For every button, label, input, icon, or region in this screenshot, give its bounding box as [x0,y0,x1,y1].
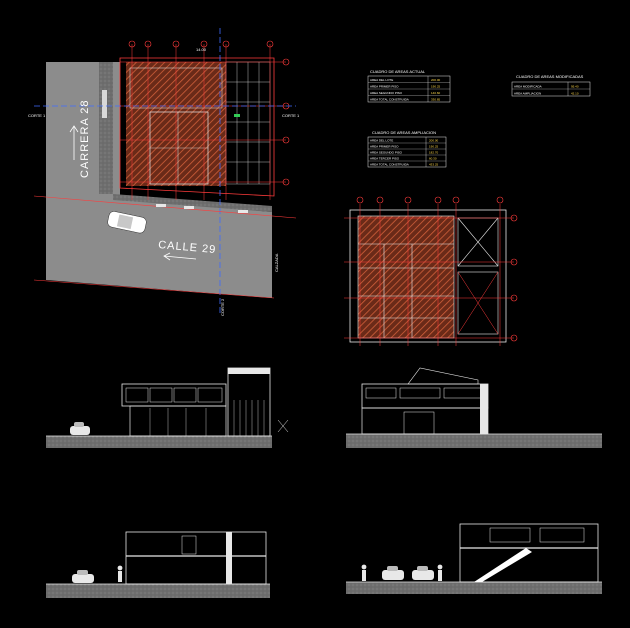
lot-outline [119,57,275,197]
sidewalk-strip [99,62,113,194]
table-cell: AREA DEL LOTE [370,139,393,143]
table-current-areas: CUADRO DE AREAS ACTUAL AREA DEL LOTE 200… [367,69,451,103]
upper-window [489,527,531,543]
table-cell: AREA TOTAL CONSTRUIDA [370,98,409,102]
window [181,535,197,555]
facade-marks [156,204,248,213]
table-title: CUADRO DE AREAS MODIFICADAS [516,74,584,79]
dimension-top: 14.00 [196,47,207,52]
arrow-icon [69,125,79,160]
table-cell: AREA PRIMER PISO [370,85,399,89]
site-plan: 14.00 CORTE 1 CORTE 1 CORTE 2 CARRERA 28… [28,28,300,316]
parked-bar [102,90,107,118]
ground-strip [346,434,602,448]
car-icon [70,422,90,435]
axis-lines-red [344,204,514,346]
upper-windows [365,387,485,399]
section-volume [459,523,599,583]
elevation-front-right [346,367,602,448]
person-icon [361,564,443,581]
street-label-vertical: CARRERA 28 [79,100,91,178]
property-line [33,279,275,299]
tower-cap [228,368,270,374]
car-icon [107,211,147,234]
section-mark-vertical: CORTE 2 [220,298,225,316]
table-cell: AREA TOTAL CONSTRUIDA [370,163,409,167]
table-value: 330.85 [431,98,441,102]
stair-diagonals [457,271,499,335]
street-label-horizontal: CALLE 29 [158,239,217,256]
table-cell: AREA PRIMER PISO [370,145,399,149]
car-icon [382,566,404,580]
column [226,532,232,584]
ground-strip [346,582,602,594]
axis-lines-red [120,44,286,200]
table-cell: AREA SEGUNDO PISO [370,91,403,95]
table-modified-areas: CUADRO DE AREAS MODIFICADAS AREA MODIFIC… [511,74,591,97]
upper-windows [125,387,223,403]
table-value: 140.60 [431,91,441,95]
ground-strip [46,436,272,448]
table-value: 200.00 [429,139,439,143]
sidewalk-label: CALZADA [274,253,279,272]
upper-volume [361,383,489,409]
floor-plan-2 [344,196,518,346]
table-cell: AREA DEL LOTE [370,78,393,82]
table-value: 95.40 [571,85,579,89]
table-title: CUADRO DE AREAS ACTUAL [370,69,426,74]
door [403,411,435,435]
section-mark-right: CORTE 1 [282,113,300,118]
ground-floor [129,405,227,437]
built-area-hatch [358,216,454,338]
table-title: CUADRO DE AREAS AMPLIACION [372,130,436,135]
section-mark-left: CORTE 1 [28,113,46,118]
section-volume [125,531,267,585]
sidewalk-bottom [113,194,272,212]
table-cell: AREA MODIFICADA [514,85,542,89]
person-icon [117,565,123,582]
upper-window [539,527,585,543]
table-value: 200.00 [431,78,441,82]
ground-strip [46,584,270,598]
table-value: 42.10 [571,92,579,96]
elevation-front-left [46,367,289,448]
axis-bubbles-top [128,40,290,186]
table-cell: AREA AMPLIACION [514,92,541,96]
car-icon [72,570,94,583]
stair-ramp [474,548,532,582]
room-grid [357,215,499,339]
table-value: 433.25 [429,163,439,167]
car-icon [412,566,434,580]
plan-outline [349,209,507,343]
table-value: 190.25 [429,145,439,149]
patio-grid [225,61,271,185]
table-value: 190.25 [431,85,441,89]
table-value: 182.70 [429,151,439,155]
ground-windows [149,408,207,436]
arrow-icon [163,252,197,261]
tower [227,367,271,437]
section-mark [277,419,289,433]
tower-slats [233,400,265,436]
axis-bubbles [356,196,518,342]
table-value: 60.30 [429,157,437,161]
pillar [480,384,488,434]
roof-slope [407,367,479,385]
table-expansion-areas: CUADRO DE AREAS AMPLIACION AREA DEL LOTE… [367,130,447,168]
table-cell: AREA TERCER PISO [370,157,400,161]
green-marker [234,114,240,117]
section-right [346,523,602,594]
table-cell: AREA SEGUNDO PISO [370,151,403,155]
section-left [46,531,270,598]
